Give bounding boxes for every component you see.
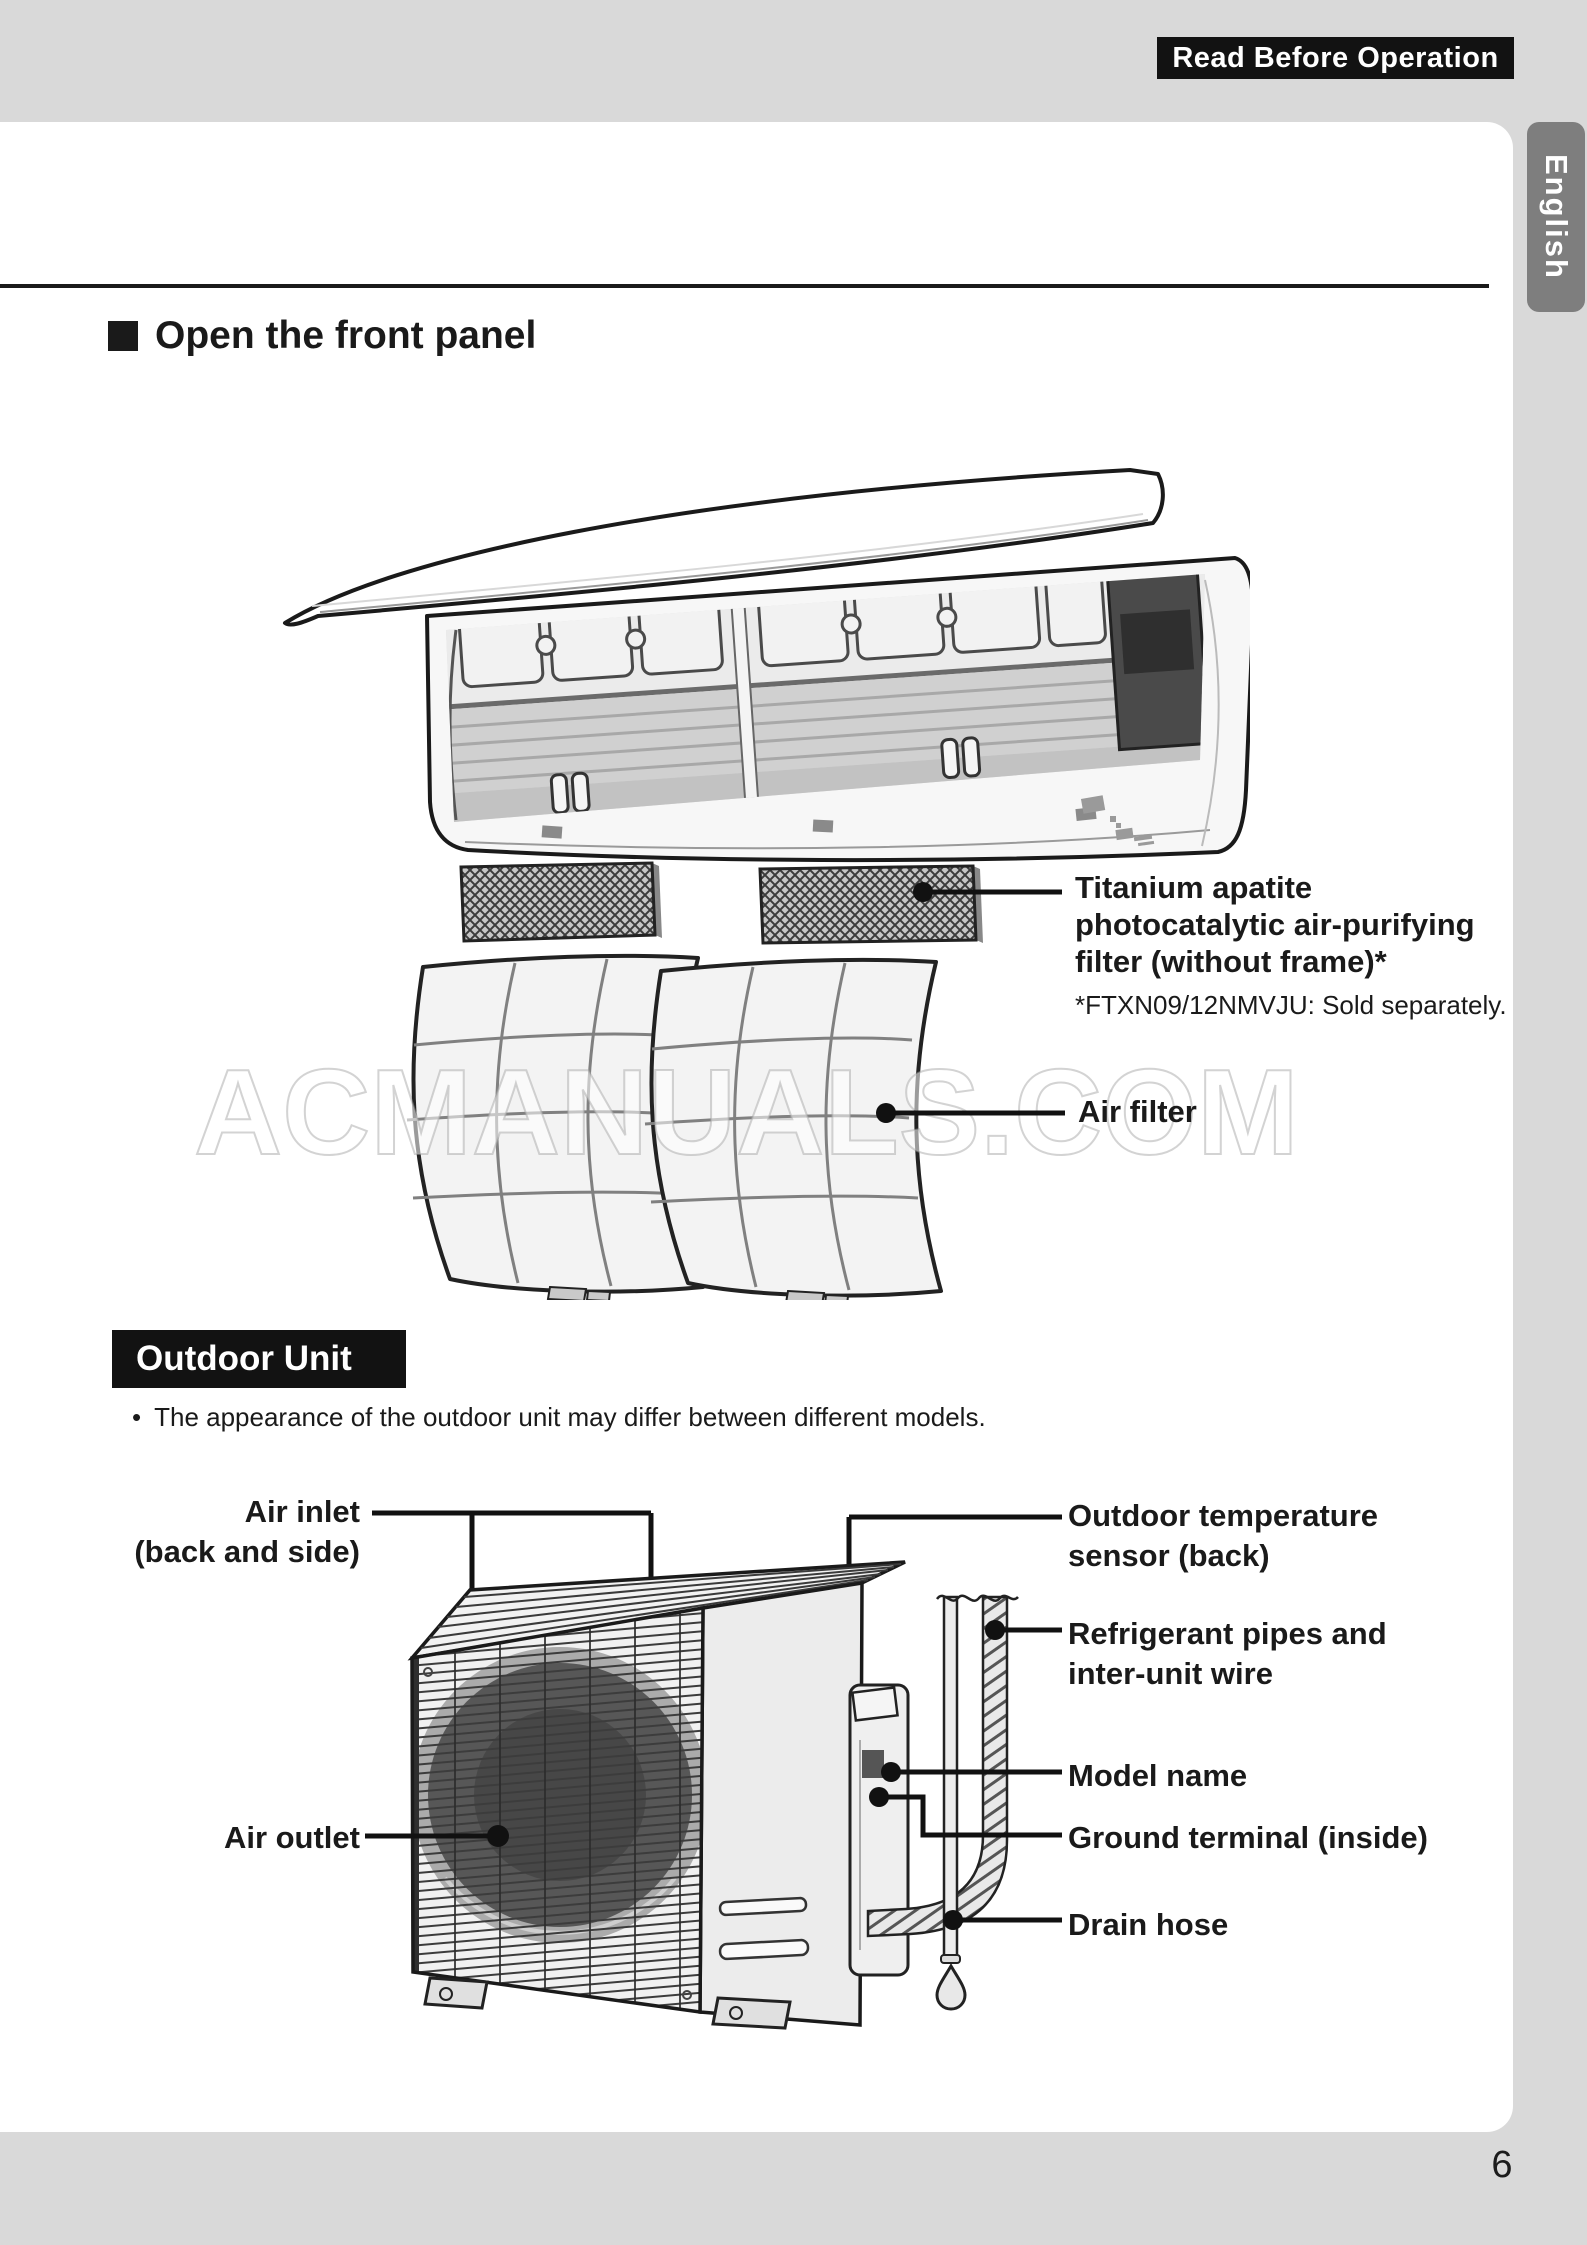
titanium-filter-label-line2: photocatalytic air-purifying (1075, 907, 1475, 942)
outdoor-unit-heading-text: Outdoor Unit (136, 1339, 352, 1378)
label-temp-sensor-line1: Outdoor temperature (1068, 1498, 1379, 1533)
label-temp-sensor: Outdoor temperature sensor (back) (1068, 1496, 1378, 1576)
header-banner-text: Read Before Operation (1172, 41, 1499, 74)
outdoor-unit-note-text: The appearance of the outdoor unit may d… (154, 1402, 986, 1432)
label-ground-terminal: Ground terminal (inside) (1068, 1820, 1428, 1855)
label-model-name: Model name (1068, 1758, 1248, 1793)
label-temp-sensor-line2: sensor (back) (1068, 1538, 1270, 1573)
bullet-icon: • (132, 1402, 142, 1432)
indoor-display-cluster (1080, 795, 1155, 847)
titanium-filter-label: Titanium apatite photocatalytic air-puri… (1075, 869, 1475, 980)
titanium-filter-note: *FTXN09/12NMVJU: Sold separately. (1075, 990, 1507, 1020)
square-bullet-icon (108, 321, 138, 351)
label-refrigerant-line1: Refrigerant pipes and (1068, 1616, 1387, 1651)
watermark: ACMANUALS.COM (193, 1043, 1300, 1181)
indoor-front-panel-open (283, 468, 1165, 627)
language-tab-label: English (1539, 154, 1574, 280)
header-banner: Read Before Operation (1157, 37, 1514, 79)
outdoor-fan-grille (410, 1605, 705, 2015)
language-tab: English (1527, 122, 1585, 312)
outdoor-unit-heading: Outdoor Unit (112, 1330, 406, 1388)
label-air-inlet-line2: (back and side) (134, 1534, 360, 1569)
label-drain-hose: Drain hose (1068, 1907, 1229, 1942)
outdoor-unit-note: • The appearance of the outdoor unit may… (132, 1402, 986, 1433)
label-refrigerant: Refrigerant pipes and inter-unit wire (1068, 1614, 1387, 1694)
label-air-inlet-line1: Air inlet (244, 1494, 360, 1529)
section-divider-rule (0, 284, 1489, 288)
outdoor-service-panel (848, 1683, 910, 1977)
section-heading-front-panel: Open the front panel (108, 314, 536, 358)
outdoor-leader-lines (365, 1627, 1062, 1923)
outdoor-feet (423, 1976, 792, 2030)
indoor-unit-illustration (283, 468, 1250, 1300)
air-filter-label: Air filter (1078, 1094, 1197, 1129)
page-number: 6 (1491, 2144, 1513, 2186)
pipe-break-squiggle (935, 1594, 1019, 1602)
label-air-inlet: Air inlet (back and side) (60, 1492, 360, 1572)
water-drop-icon (935, 1963, 967, 2011)
label-air-outlet: Air outlet (223, 1820, 360, 1855)
titanium-filter-strips (459, 861, 983, 945)
section-heading-text: Open the front panel (155, 314, 537, 357)
titanium-filter-label-line1: Titanium apatite (1075, 870, 1313, 905)
outdoor-unit-illustration (365, 1510, 1062, 2030)
titanium-filter-label-line3: filter (without frame)* (1075, 944, 1387, 979)
drain-pipe (935, 1595, 967, 2011)
label-refrigerant-line2: inter-unit wire (1068, 1656, 1273, 1691)
